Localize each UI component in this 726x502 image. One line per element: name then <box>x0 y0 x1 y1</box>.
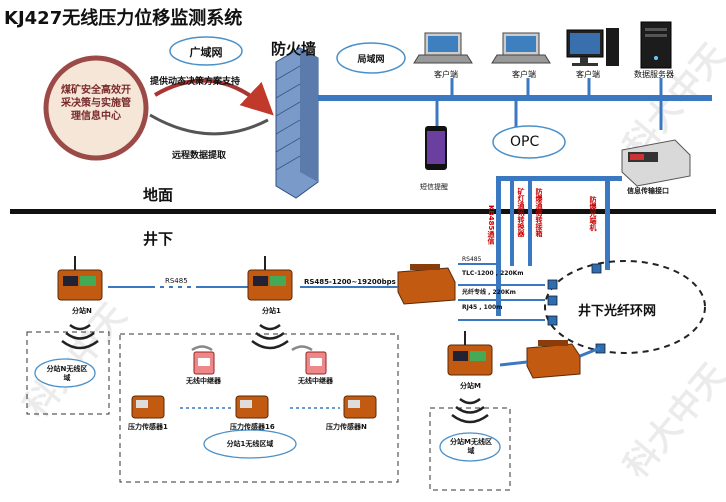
rs485-short-label: RS485 <box>462 256 482 263</box>
station-n-label: 分站N <box>72 307 92 315</box>
signal-arcs <box>61 323 489 424</box>
relay-label-1: 无线中继器 <box>186 377 221 385</box>
converter-box-1 <box>397 264 456 305</box>
page-title: KJ427无线压力位移监测系统 <box>4 8 243 29</box>
sensor-device-1 <box>131 395 165 419</box>
ground-line <box>10 209 716 214</box>
firewall-icon <box>275 47 319 199</box>
laptop-icon-1 <box>413 32 473 64</box>
support-label: 提供动态决策方案支持 <box>150 77 241 87</box>
sensor-label-1: 压力传感器1 <box>128 423 168 431</box>
info-interface-label: 信息传输接口 <box>627 187 669 195</box>
remote-arrow <box>149 113 269 136</box>
station-m-device <box>447 331 493 376</box>
sensor-device-n <box>343 395 377 419</box>
fiber-label: 光纤专线 , 220Km <box>462 289 516 296</box>
opc-label: OPC <box>510 134 540 150</box>
zone-m-box <box>429 407 511 491</box>
sensor-label-16: 压力传感器16 <box>230 423 275 431</box>
converter-box-m <box>526 340 581 379</box>
lan-label: 局域网 <box>357 55 385 65</box>
sensor-label-n: 压力传感器N <box>326 423 367 431</box>
station-1-device <box>247 256 293 301</box>
laptop-icon-2 <box>491 32 551 64</box>
zone-1-label: 分站1无线区域 <box>226 440 274 448</box>
vertical-label-4: 防爆光端机 <box>589 196 597 231</box>
lan-bus <box>318 95 712 101</box>
server-label: 数据服务器 <box>634 70 674 79</box>
relay-device-1 <box>193 351 215 375</box>
opc-node <box>492 125 566 159</box>
relay-label-2: 无线中继器 <box>298 377 333 385</box>
info-center-label: 煤矿安全高效开采决策与实施管理信息中心 <box>61 85 131 122</box>
station-1-label: 分站1 <box>262 307 281 315</box>
lan-cloud <box>336 42 406 74</box>
vertical-label-2: 矿灯通讯转换器 <box>517 188 525 237</box>
phone-icon <box>425 126 447 170</box>
rs485-label: RS485 <box>165 277 188 285</box>
desktop-icon <box>566 28 619 66</box>
relay-device-2 <box>305 351 327 375</box>
support-arrow <box>153 78 274 116</box>
zone-m-label: 分站M无线区域 <box>450 438 492 455</box>
ground-label: 地面 <box>143 186 174 204</box>
station-n-device <box>57 256 103 301</box>
client-label-1: 客户端 <box>434 70 458 79</box>
ring-label: 井下光纤环网 <box>578 304 657 319</box>
wan-cloud <box>169 36 243 66</box>
zone-n-box <box>26 331 110 415</box>
info-center-circle <box>43 55 149 161</box>
vertical-label-1: KB485通信 <box>487 205 495 245</box>
fiber-ring <box>544 260 706 354</box>
rj45-label: RJ45 , 100m <box>462 304 503 311</box>
server-icon <box>640 21 672 69</box>
svg-text:科大中天: 科大中天 <box>616 356 726 486</box>
station-m-label: 分站M <box>460 382 481 390</box>
firewall-label: 防火墙 <box>271 40 317 58</box>
vertical-label-3: 防爆通信转接箱 <box>535 188 543 237</box>
client-label-2: 客户端 <box>512 70 536 79</box>
remote-label: 远程数据提取 <box>172 151 227 161</box>
info-interface-device <box>621 139 691 187</box>
rs485-rate-label: RS485-1200~19200bps <box>304 278 396 286</box>
sensor-device-16 <box>235 395 269 419</box>
phone-label: 短信提醒 <box>420 183 448 191</box>
wan-label: 广域网 <box>189 46 223 59</box>
zone-1-box <box>119 333 399 483</box>
underground-label: 井下 <box>143 230 174 248</box>
client-label-3: 客户端 <box>576 70 600 79</box>
zone-n-label: 分站N无线区域 <box>46 365 88 382</box>
tlc-label: TLC-1200 , 220Km <box>462 270 524 277</box>
